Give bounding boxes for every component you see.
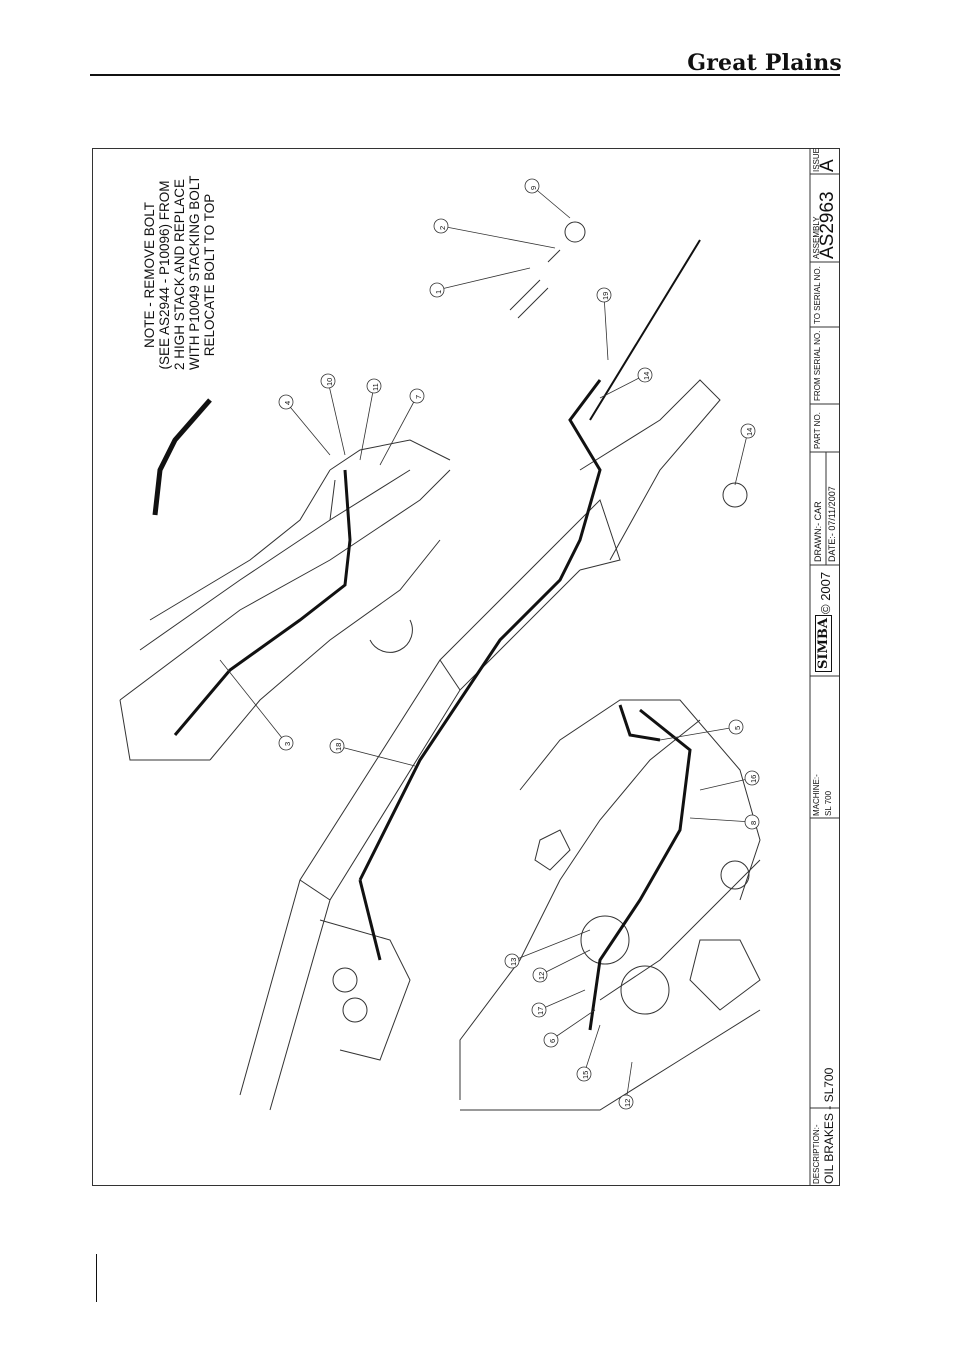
callout-label: 9 bbox=[529, 185, 538, 190]
brand-logo: Great Plains bbox=[687, 50, 842, 76]
callout-label: 12 bbox=[537, 971, 546, 980]
copyright: © 2007 bbox=[818, 571, 833, 614]
drawing-frame bbox=[92, 148, 840, 1186]
callout-label: 2 bbox=[438, 225, 447, 230]
brake-pipes bbox=[173, 239, 701, 1031]
header-rule bbox=[90, 74, 840, 76]
callout-label: 14 bbox=[745, 427, 754, 436]
drawing-date: DATE:- 07/11/2007 bbox=[827, 486, 837, 562]
footer-rule bbox=[96, 1254, 97, 1302]
machine: SL 700 bbox=[824, 790, 833, 816]
detail-pipe bbox=[152, 398, 212, 516]
note-line: (SEE AS2944 - P10096) FROM bbox=[157, 180, 172, 370]
callout-label: 18 bbox=[334, 742, 343, 751]
callout-label: 5 bbox=[733, 725, 742, 730]
part-no-label: PART NO. bbox=[813, 412, 822, 449]
assembly-note: NOTE - REMOVE BOLT (SEE AS2944 - P10096)… bbox=[142, 175, 217, 370]
from-serial-label: FROM SERIAL NO. bbox=[813, 330, 822, 401]
simba-logo: SIMBA bbox=[815, 615, 832, 672]
callout-label: 16 bbox=[749, 774, 758, 783]
to-serial-label: TO SERIAL NO. bbox=[813, 266, 822, 324]
callout-label: 11 bbox=[371, 383, 380, 391]
callout-label: 6 bbox=[548, 1038, 557, 1043]
description: OIL BRAKES - SL700 bbox=[822, 1067, 836, 1184]
note-line: NOTE - REMOVE BOLT bbox=[142, 202, 157, 349]
note-line: WITH P10049 STACKING BOLT bbox=[187, 175, 202, 370]
callout-label: 14 bbox=[642, 371, 651, 380]
issue-letter: A bbox=[817, 159, 838, 172]
callout-label: 1 bbox=[434, 289, 443, 294]
callout-label: 4 bbox=[283, 400, 292, 405]
callout-label: 12 bbox=[623, 1098, 632, 1107]
assembly-number: AS2963 bbox=[817, 191, 838, 259]
description-label: DESCRIPTION:- bbox=[812, 1124, 821, 1184]
callout-leaders bbox=[219, 185, 753, 1103]
callout-label: 8 bbox=[749, 820, 758, 825]
callout-label: 3 bbox=[283, 741, 292, 746]
callout-label: 17 bbox=[536, 1006, 545, 1015]
drawn-by: DRAWN:- CAR bbox=[813, 501, 823, 562]
callout-label: 13 bbox=[509, 957, 518, 966]
callout-label: 7 bbox=[414, 394, 423, 399]
note-line: 2 HIGH STACK AND REPLACE bbox=[172, 178, 187, 370]
note-line: RELOCATE BOLT TO TOP bbox=[202, 193, 217, 357]
callout-label: 10 bbox=[325, 377, 334, 386]
callout-label: 15 bbox=[581, 1070, 590, 1079]
machine-label: MACHINE:- bbox=[812, 774, 821, 816]
callout-label: 19 bbox=[601, 291, 610, 300]
callout-circles bbox=[278, 178, 760, 1110]
